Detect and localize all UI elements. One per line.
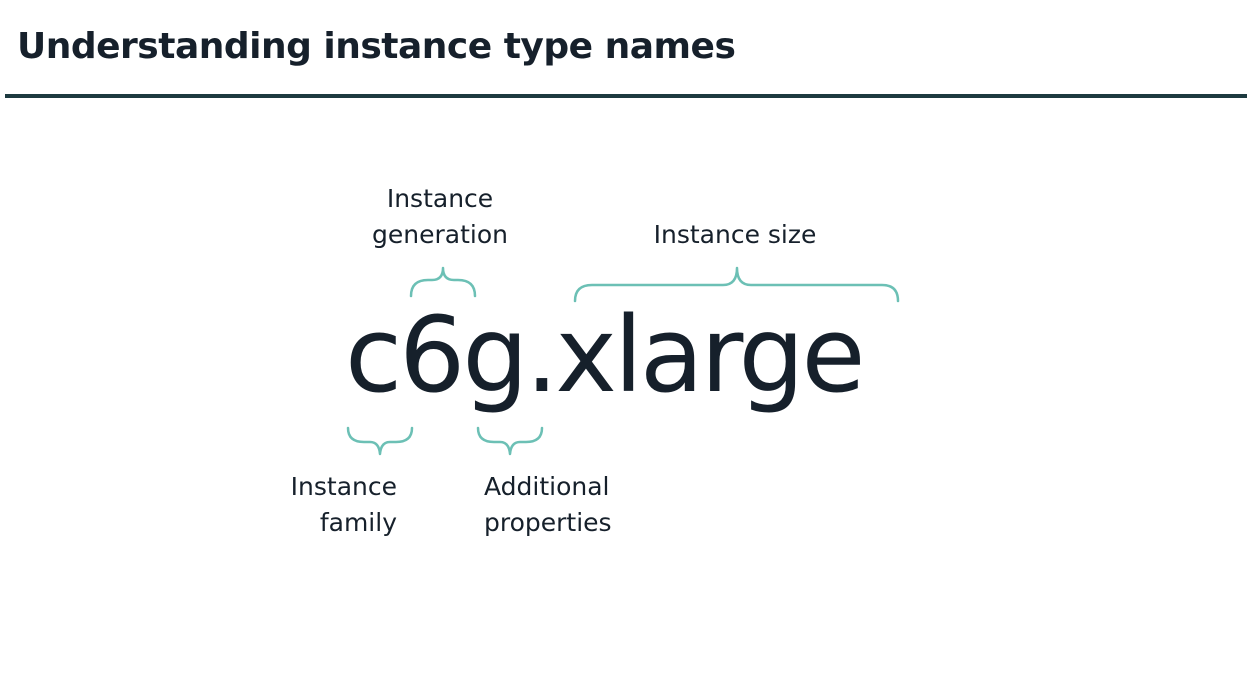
title-rule xyxy=(5,94,1247,98)
brace-properties xyxy=(476,426,544,456)
label-instance-family-line-1: Instance xyxy=(290,472,397,501)
label-instance-size: Instance size xyxy=(640,217,830,253)
label-instance-size-line-1: Instance size xyxy=(653,220,817,249)
label-instance-generation-line-1: Instance xyxy=(386,184,494,213)
instance-type-example: c6g.xlarge xyxy=(345,294,866,416)
label-additional-properties: Additional properties xyxy=(484,469,644,541)
label-instance-family: Instance family xyxy=(262,469,397,541)
label-instance-generation: Instance generation xyxy=(340,181,540,253)
slide-title: Understanding instance type names xyxy=(17,26,736,67)
brace-family xyxy=(346,426,414,456)
label-additional-properties-line-2: properties xyxy=(484,508,612,537)
label-instance-generation-line-2: generation xyxy=(372,220,508,249)
brace-generation xyxy=(409,266,477,298)
label-instance-family-line-2: family xyxy=(319,508,397,537)
label-additional-properties-line-1: Additional xyxy=(484,472,610,501)
